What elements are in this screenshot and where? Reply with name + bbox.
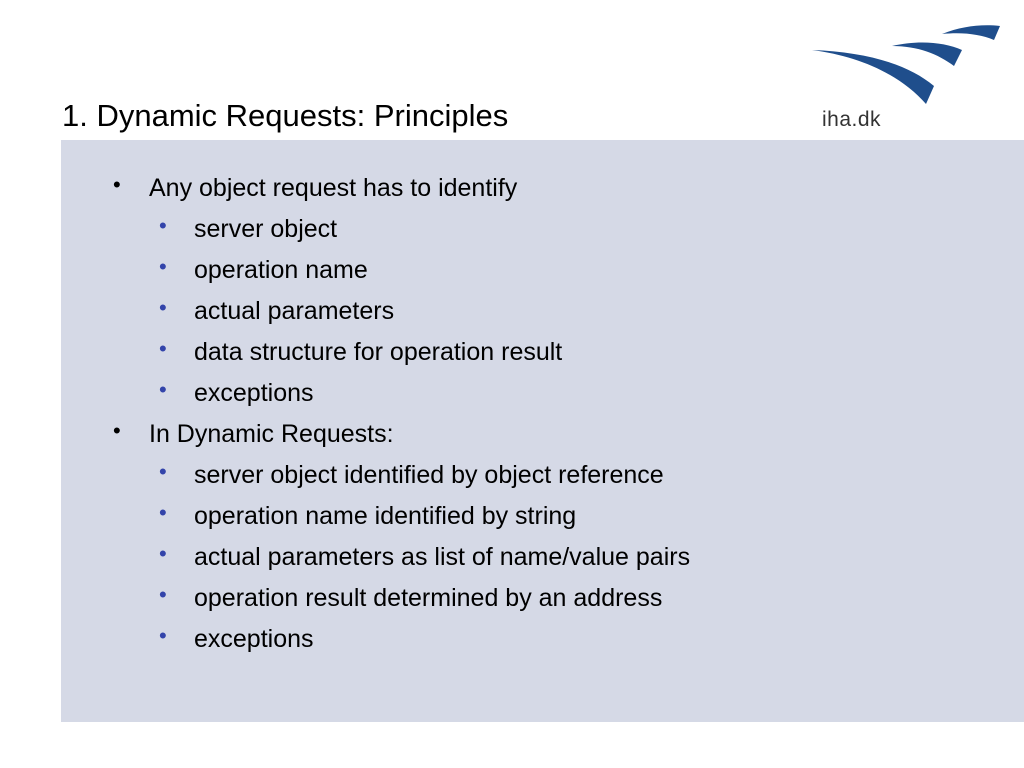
sub-bullet-icon: • xyxy=(159,213,167,238)
sub-bullet-text: operation result determined by an addres… xyxy=(194,584,663,612)
sub-bullet-text: exceptions xyxy=(194,379,314,407)
bullet-text: Any object request has to identify xyxy=(149,174,518,202)
logo-swoosh-medium xyxy=(892,42,962,66)
iha-logo-icon xyxy=(812,25,1000,104)
bullet-icon: • xyxy=(113,418,121,443)
logo-swoosh-small xyxy=(942,25,1000,40)
sub-bullet-text: operation name identified by string xyxy=(194,502,577,530)
bullet-icon: • xyxy=(113,172,121,197)
sub-bullet-text: exceptions xyxy=(194,625,314,653)
logo-swoosh-large xyxy=(812,50,934,104)
bullet-text: In Dynamic Requests: xyxy=(149,420,394,448)
sub-bullet-icon: • xyxy=(159,500,167,525)
sub-bullet-text: server object xyxy=(194,215,338,243)
sub-bullet-icon: • xyxy=(159,336,167,361)
sub-bullet-icon: • xyxy=(159,582,167,607)
logo-text: iha.dk xyxy=(822,108,882,131)
sub-bullet-icon: • xyxy=(159,254,167,279)
sub-bullet-text: operation name xyxy=(194,256,368,284)
sub-bullet-icon: • xyxy=(159,541,167,566)
sub-bullet-text: actual parameters as list of name/value … xyxy=(194,543,691,571)
sub-bullet-icon: • xyxy=(159,623,167,648)
sub-bullet-text: actual parameters xyxy=(194,297,395,325)
sub-bullet-text: data structure for operation result xyxy=(194,338,563,366)
sub-bullet-icon: • xyxy=(159,459,167,484)
slide-title: 1. Dynamic Requests: Principles xyxy=(62,98,509,133)
sub-bullet-text: server object identified by object refer… xyxy=(194,461,664,489)
content-panel: • Any object request has to identify • s… xyxy=(61,140,1024,722)
sub-bullet-icon: • xyxy=(159,377,167,402)
sub-bullet-icon: • xyxy=(159,295,167,320)
